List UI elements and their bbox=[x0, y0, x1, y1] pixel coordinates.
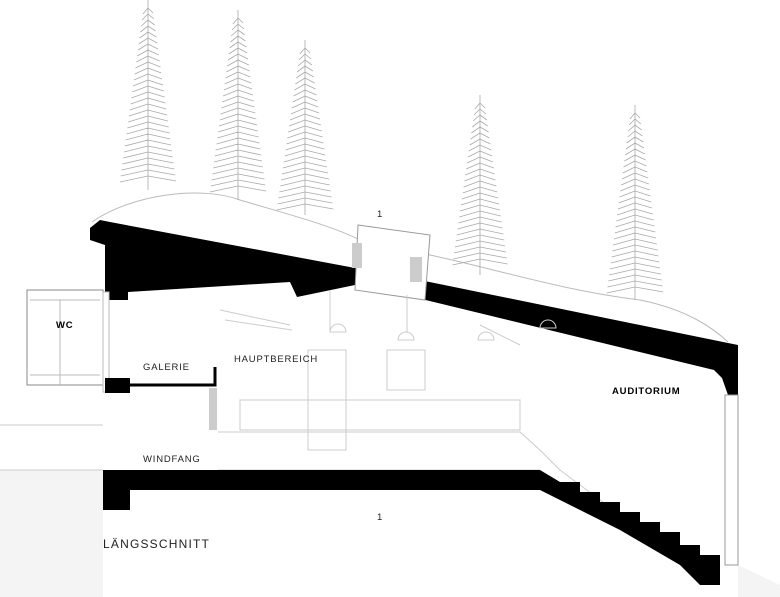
tree bbox=[452, 95, 508, 275]
wc-box bbox=[26, 289, 104, 386]
terrain bbox=[0, 470, 103, 597]
tree bbox=[606, 105, 664, 300]
floor-slab bbox=[103, 470, 720, 585]
wc-lines bbox=[30, 299, 100, 385]
section-marker-bottom: 1 bbox=[377, 512, 384, 523]
skylight-frame-left bbox=[352, 243, 362, 268]
room-label-windfang: WINDFANG bbox=[143, 454, 201, 465]
galerie-floor bbox=[128, 367, 217, 387]
tree bbox=[276, 40, 334, 215]
roof-earth bbox=[91, 192, 729, 343]
terrain-right bbox=[738, 565, 780, 597]
room-label-auditorium: AUDITORIUM bbox=[612, 386, 681, 397]
drawing-title: LÄNGSSCHNITT bbox=[103, 537, 211, 551]
room-label-hauptbereich: HAUPTBEREICH bbox=[234, 354, 319, 365]
ground-line bbox=[0, 424, 103, 471]
trees bbox=[119, 0, 664, 300]
room-label-galerie: GALERIE bbox=[143, 362, 190, 373]
galerie-beam bbox=[105, 378, 130, 393]
tree bbox=[119, 0, 177, 190]
window bbox=[102, 291, 110, 393]
roof-slab bbox=[90, 220, 738, 395]
auditorium-wall bbox=[724, 394, 739, 566]
section-marker-top: 1 bbox=[377, 209, 384, 220]
tree bbox=[209, 10, 267, 200]
railing bbox=[209, 388, 217, 430]
skylight-frame-right bbox=[410, 257, 422, 282]
room-label-wc: WC bbox=[56, 320, 74, 331]
